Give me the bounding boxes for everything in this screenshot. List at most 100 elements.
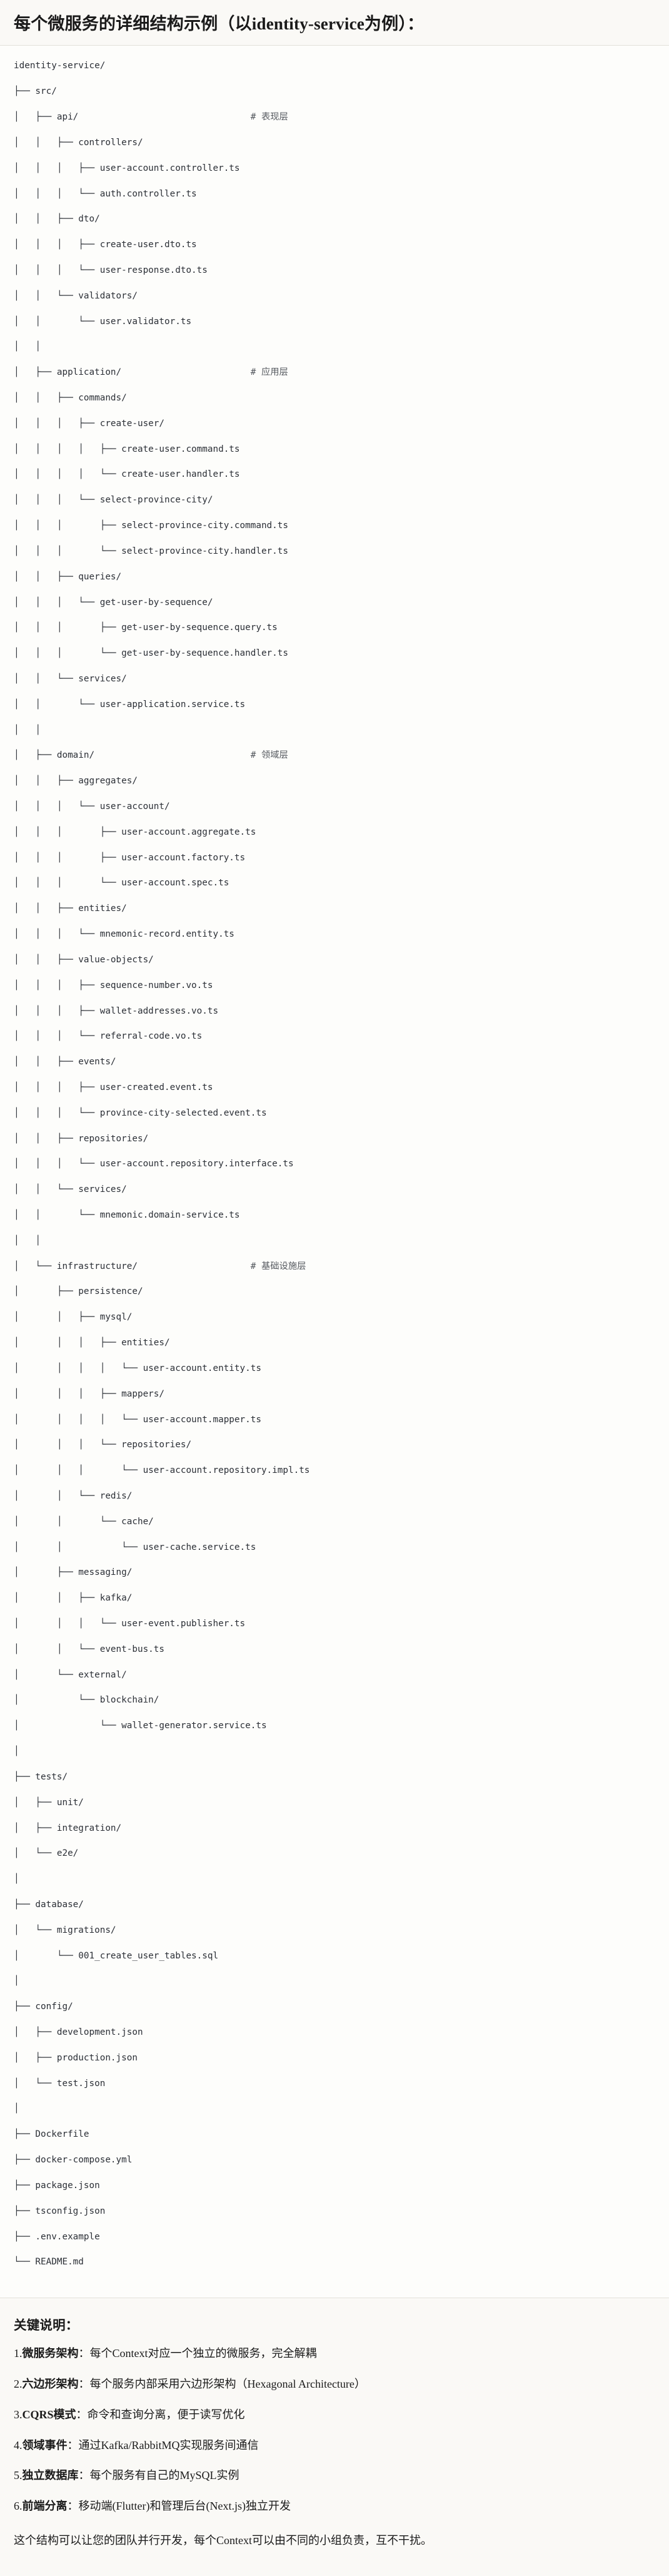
tree-line-path: │ │ │ └── user-account.repository.interf… xyxy=(14,1159,294,1169)
key-note-separator: ： xyxy=(67,2438,79,2451)
tree-line-path: │ │ │ │ └── user-account.entity.ts xyxy=(14,1363,261,1373)
key-notes-title: 关键说明： xyxy=(14,2319,79,2333)
tree-line: │ │ │ ├── user-account.aggregate.ts xyxy=(14,826,655,838)
tree-line: │ ├── persistence/ xyxy=(14,1285,655,1298)
tree-line-path: │ └── infrastructure/ xyxy=(14,1261,138,1271)
tree-line: │ xyxy=(14,1745,655,1758)
tree-line: │ │ │ ├── create-user/ xyxy=(14,417,655,430)
tree-line-path: │ │ │ └── user-event.publisher.ts xyxy=(14,1619,246,1629)
tree-line: │ │ ├── repositories/ xyxy=(14,1133,655,1145)
key-note-separator: ： xyxy=(78,2469,90,2482)
tree-line-path: │ │ │ │ └── user-account.mapper.ts xyxy=(14,1414,261,1425)
tree-line-path: │ └── migrations/ xyxy=(14,1925,116,1935)
tree-line: │ │ │ └── province-city-selected.event.t… xyxy=(14,1107,655,1119)
tree-line: │ ├── domain/ # 领域层 xyxy=(14,749,655,761)
tree-line-path: │ │ │ ├── user-account.controller.ts xyxy=(14,163,240,173)
tree-line-path: │ └── e2e/ xyxy=(14,1848,79,1859)
tree-line: │ │ │ ├── entities/ xyxy=(14,1336,655,1349)
page-title: 每个微服务的详细结构示例（以identity-service为例）： xyxy=(0,0,669,46)
tree-line: │ │ │ │ ├── create-user.command.ts xyxy=(14,443,655,456)
tree-line: │ │ └── user-cache.service.ts xyxy=(14,1541,655,1554)
tree-line-path: │ xyxy=(14,1976,19,1987)
tree-line-gap xyxy=(138,1261,251,1271)
tree-line: │ │ └── event-bus.ts xyxy=(14,1643,655,1656)
key-note-body: 每个服务内部采用六边形架构（Hexagonal Architecture） xyxy=(89,2377,366,2390)
tree-line-path: │ │ │ └── province-city-selected.event.t… xyxy=(14,1107,267,1118)
tree-line: │ └── infrastructure/ # 基础设施层 xyxy=(14,1260,655,1273)
tree-line-path: │ │ │ └── get-user-by-sequence.handler.t… xyxy=(14,648,288,659)
tree-line-path: │ │ xyxy=(14,342,41,352)
tree-line-path: │ │ └── user.validator.ts xyxy=(14,316,192,327)
key-note-item: 2.六边形架构：每个服务内部采用六边形架构（Hexagonal Architec… xyxy=(14,2375,655,2393)
key-note-number: 4. xyxy=(14,2438,23,2451)
tree-line-path: │ │ │ └── select-province-city/ xyxy=(14,495,213,506)
key-note-body: 每个服务有自己的MySQL实例 xyxy=(89,2469,239,2482)
tree-line-path: │ │ ├── controllers/ xyxy=(14,137,143,148)
tree-line-path: │ └── wallet-generator.service.ts xyxy=(14,1721,267,1731)
key-note-lead: 六边形架构 xyxy=(22,2377,79,2390)
tree-line-path: │ │ └── cache/ xyxy=(14,1516,154,1527)
closing-paragraph: 这个结构可以让您的团队并行开发，每个Context可以由不同的小组负责，互不干扰… xyxy=(14,2533,432,2547)
tree-line-path: │ ├── domain/ xyxy=(14,750,95,761)
tree-line-comment: # 应用层 xyxy=(250,367,288,378)
key-note-item: 5.独立数据库：每个服务有自己的MySQL实例 xyxy=(14,2467,655,2485)
tree-line-path: │ │ ├── entities/ xyxy=(14,904,127,914)
tree-line-path: │ │ ├── queries/ xyxy=(14,571,122,582)
tree-line: │ │ ├── entities/ xyxy=(14,902,655,915)
tree-line-path: │ │ ├── repositories/ xyxy=(14,1133,149,1144)
tree-line-path: ├── Dockerfile xyxy=(14,2129,89,2140)
tree-line-path: │ │ │ ├── entities/ xyxy=(14,1338,170,1348)
tree-line-path: │ │ │ └── user-response.dto.ts xyxy=(14,265,208,275)
tree-line: │ │ │ └── user-account.repository.interf… xyxy=(14,1158,655,1170)
tree-line: │ │ │ ├── wallet-addresses.vo.ts xyxy=(14,1005,655,1017)
tree-line-path: │ │ │ │ ├── create-user.command.ts xyxy=(14,444,240,454)
tree-line-path: │ └── test.json xyxy=(14,2078,106,2089)
tree-line: ├── src/ xyxy=(14,85,655,98)
tree-line: │ │ │ └── user-event.publisher.ts xyxy=(14,1617,655,1630)
key-note-number: 3. xyxy=(14,2408,23,2421)
tree-line: │ │ │ └── user-account/ xyxy=(14,800,655,813)
tree-line-path: │ └── 001_create_user_tables.sql xyxy=(14,1950,219,1961)
tree-line-path: │ xyxy=(14,2104,19,2114)
tree-line: │ │ ├── events/ xyxy=(14,1056,655,1068)
tree-line: │ │ xyxy=(14,340,655,353)
tree-line: │ │ │ ├── create-user.dto.ts xyxy=(14,238,655,251)
tree-line-path: │ ├── development.json xyxy=(14,2027,143,2037)
key-note-item: 3.CQRS模式：命令和查询分离，便于读写优化 xyxy=(14,2406,655,2424)
tree-line: │ │ │ └── user-response.dto.ts xyxy=(14,264,655,277)
tree-line: ├── tests/ xyxy=(14,1771,655,1783)
tree-line-path: │ │ ├── kafka/ xyxy=(14,1593,133,1604)
tree-line: ├── docker-compose.yml xyxy=(14,2154,655,2166)
tree-line: │ │ └── redis/ xyxy=(14,1490,655,1502)
tree-line: │ │ │ └── get-user-by-sequence.handler.t… xyxy=(14,647,655,659)
tree-line: ├── tsconfig.json xyxy=(14,2205,655,2217)
tree-line-path: │ └── external/ xyxy=(14,1669,127,1680)
tree-line: │ xyxy=(14,2102,655,2115)
tree-line-path: │ │ │ └── user-account/ xyxy=(14,802,170,812)
tree-line: │ │ xyxy=(14,1235,655,1247)
tree-line: │ ├── production.json xyxy=(14,2052,655,2064)
tree-line: │ │ ├── mysql/ xyxy=(14,1311,655,1323)
tree-line-path: │ │ │ └── referral-code.vo.ts xyxy=(14,1031,203,1042)
tree-line: │ ├── development.json xyxy=(14,2026,655,2039)
tree-line: │ │ │ ├── sequence-number.vo.ts xyxy=(14,979,655,992)
tree-line: │ │ └── user.validator.ts xyxy=(14,315,655,328)
key-note-separator: ： xyxy=(76,2408,88,2421)
tree-line-path: │ │ └── services/ xyxy=(14,1184,127,1195)
tree-line: ├── Dockerfile xyxy=(14,2128,655,2141)
tree-line-path: ├── package.json xyxy=(14,2180,100,2191)
tree-line: │ │ └── services/ xyxy=(14,673,655,685)
tree-line: │ │ └── cache/ xyxy=(14,1515,655,1528)
tree-line-path: │ │ ├── events/ xyxy=(14,1057,116,1067)
tree-line: │ │ │ │ └── create-user.handler.ts xyxy=(14,468,655,481)
tree-line-path: ├── src/ xyxy=(14,86,57,97)
tree-line-path: │ │ └── user-cache.service.ts xyxy=(14,1542,256,1552)
key-note-number: 6. xyxy=(14,2500,23,2513)
key-note-lead: 领域事件 xyxy=(22,2438,68,2451)
tree-line: │ │ └── services/ xyxy=(14,1183,655,1196)
key-note-body: 通过Kafka/RabbitMQ实现服务间通信 xyxy=(78,2438,259,2451)
tree-line-path: │ │ ├── value-objects/ xyxy=(14,954,154,965)
tree-line-path: ├── database/ xyxy=(14,1899,84,1910)
tree-line: │ │ │ ├── user-account.factory.ts xyxy=(14,852,655,864)
